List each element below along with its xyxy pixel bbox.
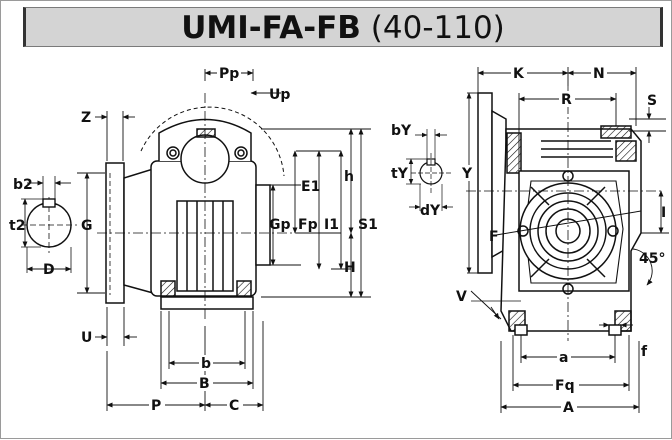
label-d: D bbox=[43, 262, 55, 278]
label-up: Up bbox=[269, 87, 290, 103]
label-p: P bbox=[151, 398, 161, 414]
label-f-lower: f bbox=[641, 344, 648, 360]
label-g: G bbox=[81, 218, 93, 234]
label-b-upper: B bbox=[199, 376, 210, 392]
label-u: U bbox=[81, 330, 92, 346]
label-i: I bbox=[661, 205, 666, 221]
label-s1: S1 bbox=[358, 217, 378, 233]
label-a-lower: a bbox=[559, 350, 568, 366]
label-h-lower: H bbox=[344, 260, 356, 276]
label-angle: 45° bbox=[639, 251, 665, 267]
label-fq: Fq bbox=[555, 378, 575, 394]
label-c: C bbox=[229, 398, 239, 414]
title-bar: UMI-FA-FB (40-110) bbox=[23, 7, 663, 47]
label-dy: dY bbox=[420, 203, 441, 219]
label-by: bY bbox=[391, 123, 412, 139]
label-b2: b2 bbox=[13, 177, 33, 193]
label-n: N bbox=[593, 66, 605, 82]
title-model: UMI-FA-FB bbox=[181, 10, 361, 46]
label-y: Y bbox=[461, 166, 473, 182]
label-gp: Gp bbox=[269, 217, 291, 233]
front-view-dimensions bbox=[77, 69, 371, 411]
label-t2: t2 bbox=[9, 218, 25, 234]
label-e1: E1 bbox=[301, 179, 320, 195]
dimension-labels: Pp Up Z b2 t2 G D U E1 h Gp Fp I1 S1 H b… bbox=[9, 65, 666, 416]
label-a-upper: A bbox=[563, 400, 574, 416]
label-r: R bbox=[561, 92, 572, 108]
label-i1: I1 bbox=[324, 217, 339, 233]
label-b-lower: b bbox=[201, 356, 211, 372]
label-z: Z bbox=[81, 110, 91, 126]
title-size-range: (40-110) bbox=[370, 10, 505, 46]
label-v: V bbox=[456, 289, 467, 305]
label-h-upper: h bbox=[344, 169, 354, 185]
side-view bbox=[466, 86, 661, 341]
label-ty: tY bbox=[391, 166, 409, 182]
label-f-diagonal: F bbox=[489, 229, 499, 245]
diagram-title: UMI-FA-FB (40-110) bbox=[26, 10, 660, 46]
hollow-shaft-key-detail bbox=[406, 129, 453, 211]
label-pp: Pp bbox=[219, 66, 239, 82]
label-k: K bbox=[513, 66, 525, 82]
front-view bbox=[97, 93, 301, 321]
label-fp: Fp bbox=[298, 217, 318, 233]
shaft-key-detail bbox=[21, 176, 77, 273]
label-s: S bbox=[647, 93, 657, 109]
